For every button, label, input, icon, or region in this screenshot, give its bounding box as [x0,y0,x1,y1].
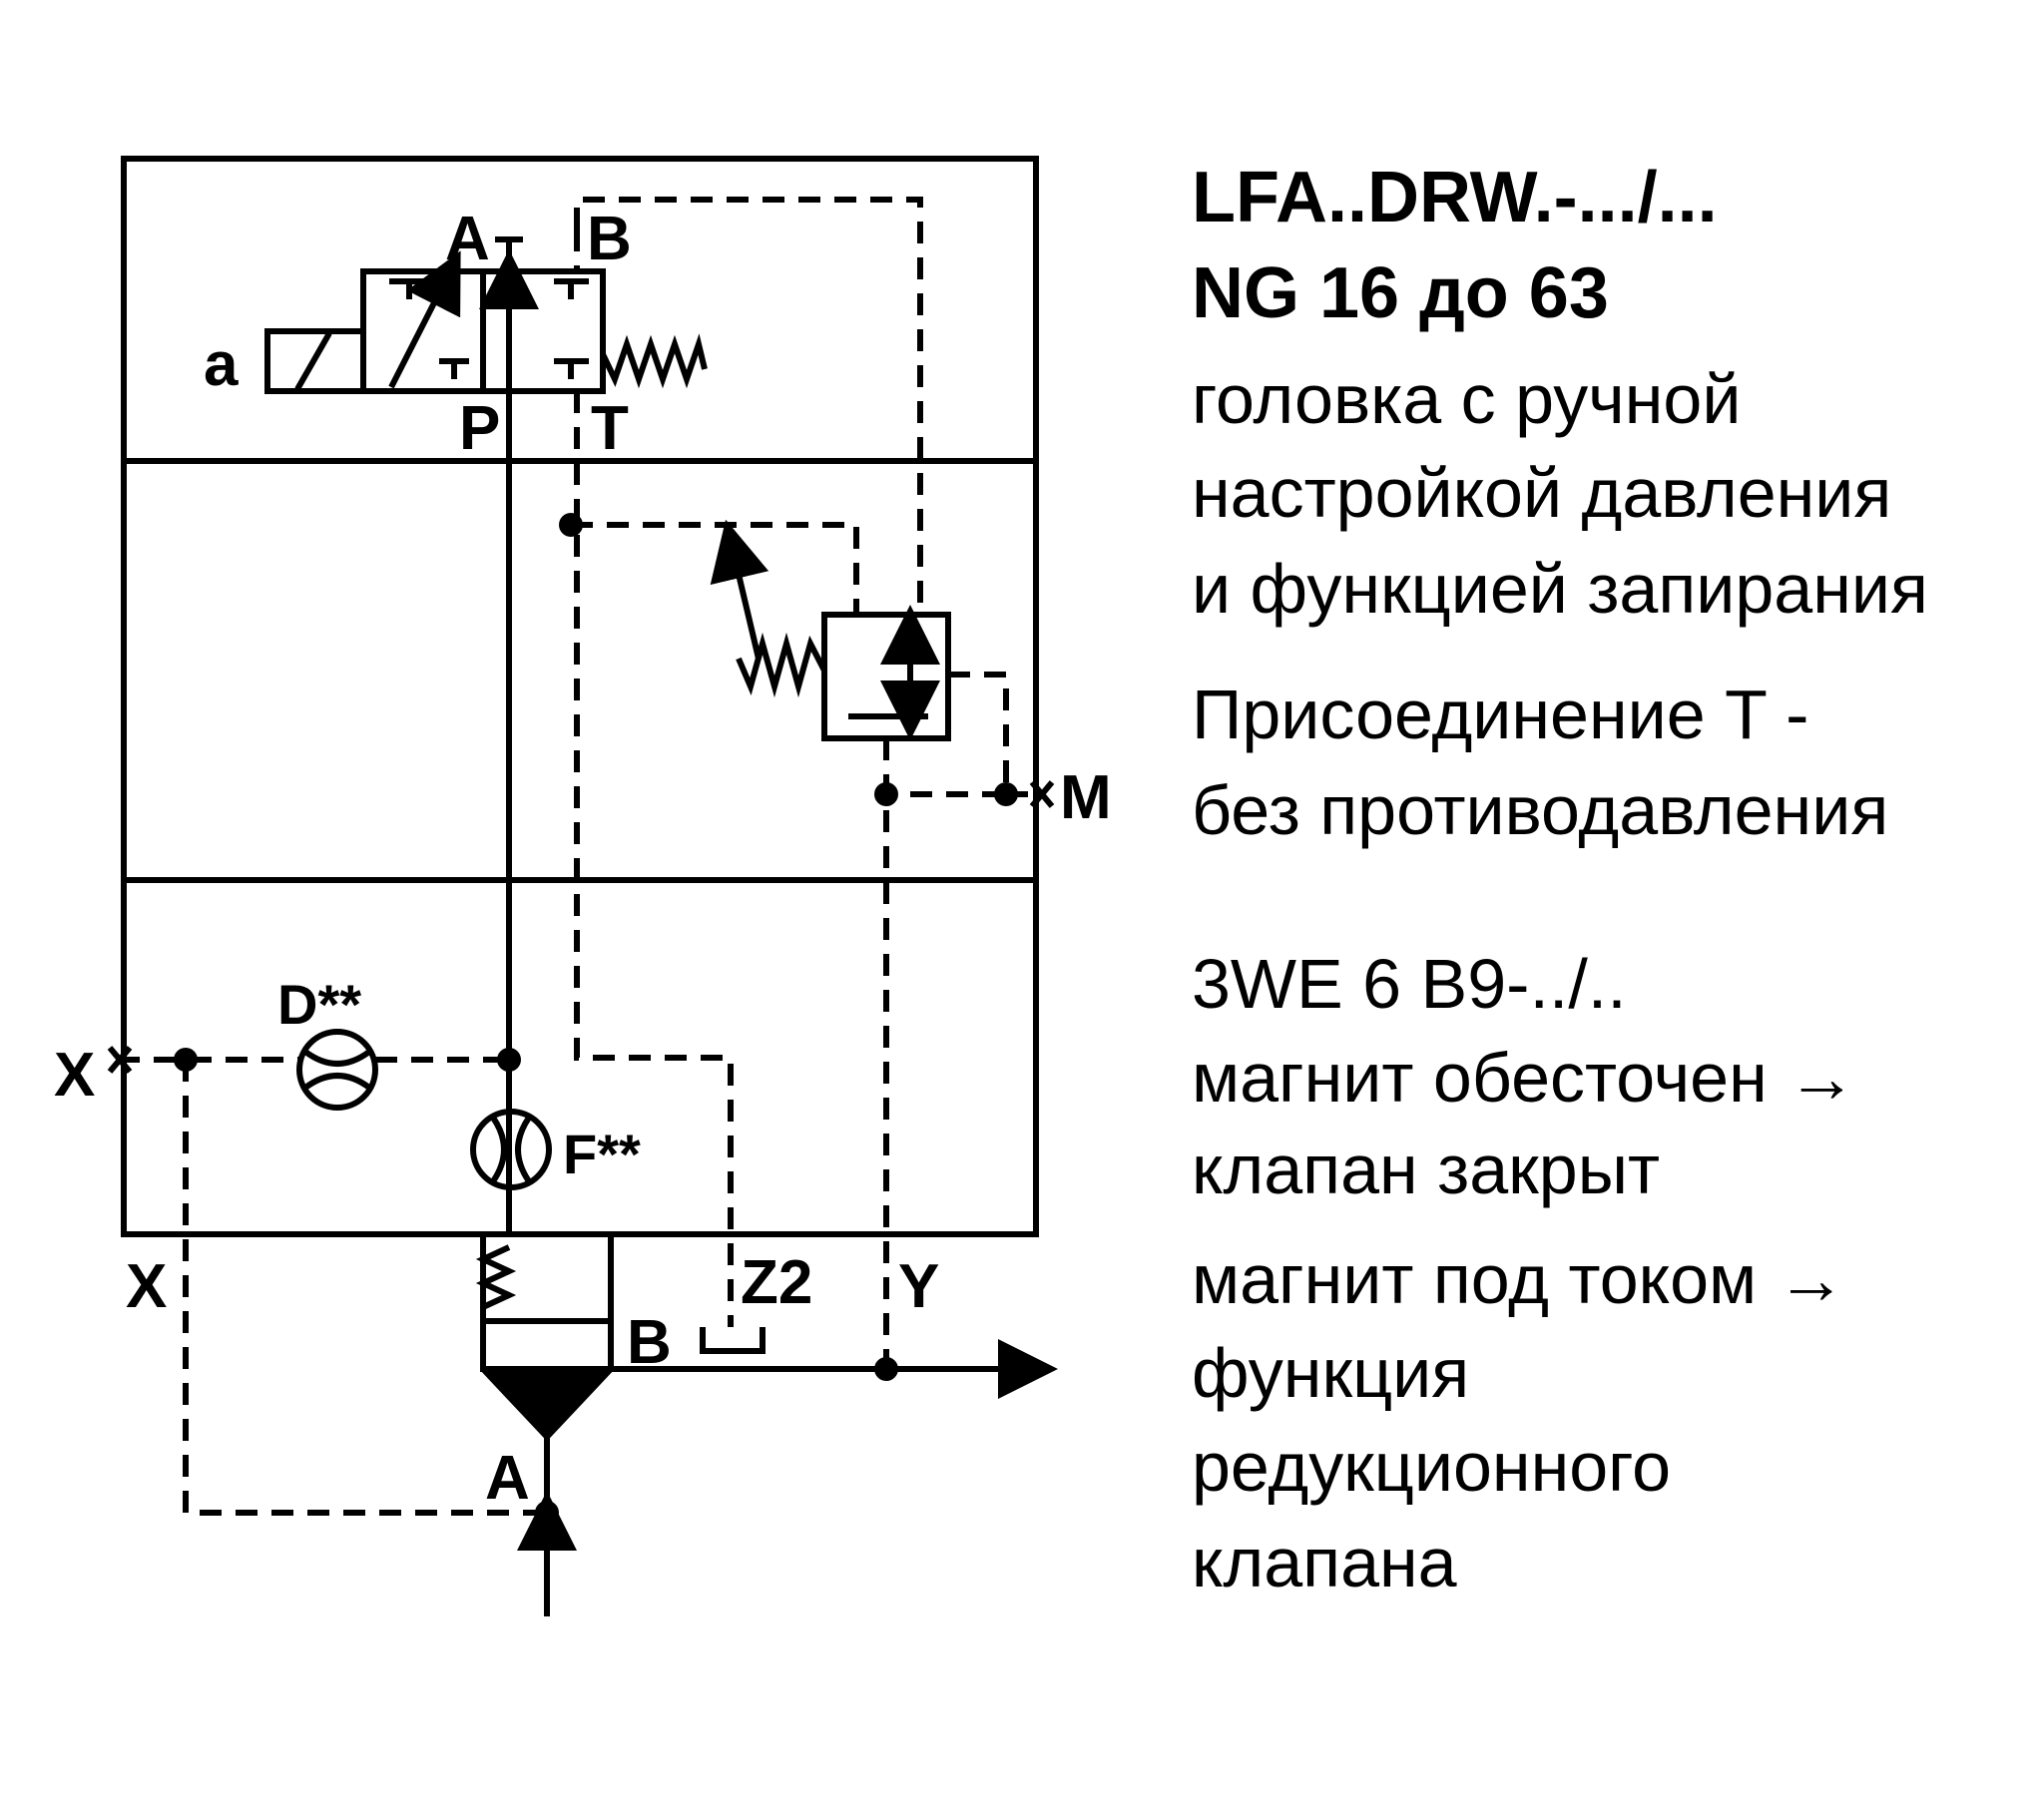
state-2-line-a: магнит под током → [1192,1240,1846,1318]
description-line-4: Присоединение T - [1192,676,1808,753]
port-b-main-label: B [627,1308,672,1377]
port-x-left-label: X [54,1041,95,1110]
description-block: LFA..DRW.-.../... NG 16 до 63 головка с … [1192,158,1928,1601]
pilot-pressure-valve-symbol [710,519,951,741]
port-a-top-label: A [445,205,490,273]
junction-dots [174,513,1018,1525]
state-2-line-b: функция [1192,1334,1469,1412]
description-line-2: настройкой давления [1192,454,1891,532]
state-2-line-c: редукционного [1192,1428,1671,1506]
housing-frame [121,156,1039,1237]
plug-marks [107,780,1055,1074]
orifice-f-label: F** [563,1123,641,1185]
state-1-line-a: магнит обесточен → [1192,1039,1856,1117]
port-b-top-label: B [587,205,632,273]
port-p-label: P [459,394,500,463]
orifice-d-label: D** [277,973,361,1036]
port-y-label: Y [898,1252,939,1321]
state-2-line-d: клапана [1192,1524,1457,1601]
nominal-size: NG 16 до 63 [1192,253,1609,333]
port-t-label: T [591,394,629,463]
state-1-line-b: клапан закрыт [1192,1131,1660,1208]
valve-model: 3WE 6 B9-../.. [1192,945,1627,1023]
description-line-3: и функцией запирания [1192,550,1928,628]
solenoid-label: a [204,330,239,399]
port-a-main-label: A [485,1444,530,1513]
port-m-label: M [1060,763,1112,832]
directional-valve-symbol [264,229,708,394]
port-z2-label: Z2 [741,1248,812,1317]
description-line-5: без противодавления [1192,771,1888,849]
main-cartridge-symbol [475,1234,1058,1616]
model-designation: LFA..DRW.-.../... [1192,158,1718,237]
description-line-1: головка с ручной [1192,360,1741,438]
orifice-d-symbol [296,1029,378,1111]
port-x-bottom-label: X [126,1252,167,1321]
